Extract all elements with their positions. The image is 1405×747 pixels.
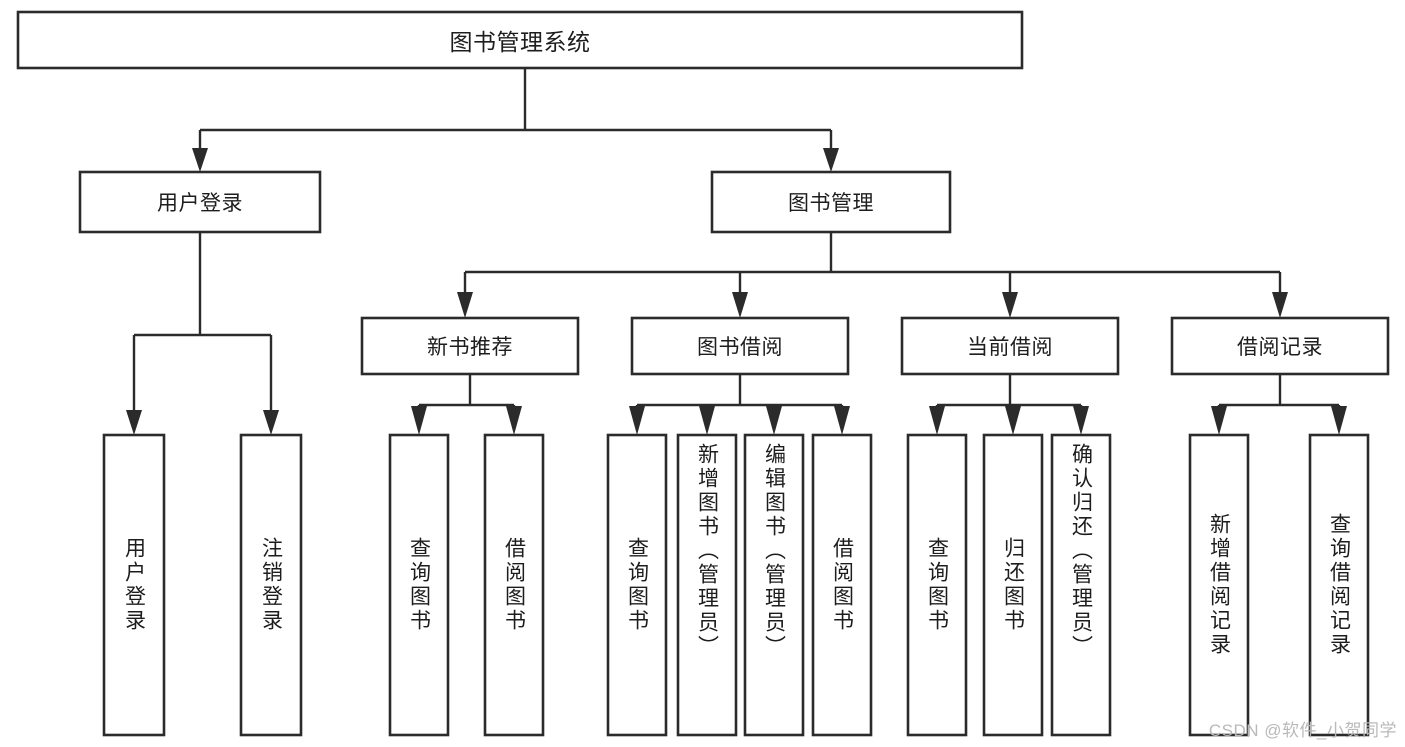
node-box-leaf-query-book-1[interactable] [388,433,450,737]
arrowhead-borrow-record [1272,292,1288,318]
node-box-leaf-confirm-return[interactable] [1050,433,1112,737]
node-box-leaf-query-record[interactable] [1308,433,1370,737]
node-box-root[interactable] [16,10,1024,70]
node-box-leaf-add-book[interactable] [676,433,738,737]
arrowhead-leaf-user-logout [263,410,279,435]
arrowhead-leaf-add-book [699,406,715,435]
node-box-new-book-rec[interactable] [360,316,580,376]
arrowhead-leaf-query-book-3 [929,406,945,435]
node-box-book-manage[interactable] [710,170,952,234]
node-box-borrow-record[interactable] [1170,316,1390,376]
arrowhead-leaf-borrow-book-2 [834,406,850,435]
arrowhead-book-manage [823,148,839,172]
arrowhead-leaf-query-book-1 [411,406,427,435]
arrowhead-leaf-borrow-book-1 [506,406,522,435]
arrowhead-new-book-rec [457,292,473,318]
node-box-leaf-add-record[interactable] [1188,433,1250,737]
node-box-current-borrow[interactable] [900,316,1120,376]
node-box-leaf-user-logout[interactable] [239,433,303,737]
node-box-leaf-borrow-book-2[interactable] [811,433,873,737]
node-box-leaf-return-book[interactable] [982,433,1044,737]
arrowhead-leaf-return-book [1005,406,1021,435]
arrowhead-leaf-confirm-return [1073,406,1089,435]
node-box-user-login[interactable] [78,170,322,234]
arrowhead-leaf-edit-book [766,406,782,435]
arrowhead-leaf-user-login [126,410,142,435]
node-box-leaf-query-book-3[interactable] [906,433,968,737]
node-box-leaf-borrow-book-1[interactable] [483,433,545,737]
node-box-leaf-edit-book[interactable] [743,433,805,737]
node-box-book-borrow[interactable] [630,316,850,376]
arrowhead-leaf-query-record [1331,406,1347,435]
arrowhead-book-borrow [732,292,748,318]
arrowhead-user-login [192,148,208,172]
arrowhead-leaf-add-record [1211,406,1227,435]
arrowhead-leaf-query-book-2 [629,406,645,435]
node-box-leaf-user-login[interactable] [102,433,166,737]
arrowhead-current-borrow [1002,292,1018,318]
node-box-leaf-query-book-2[interactable] [606,433,668,737]
